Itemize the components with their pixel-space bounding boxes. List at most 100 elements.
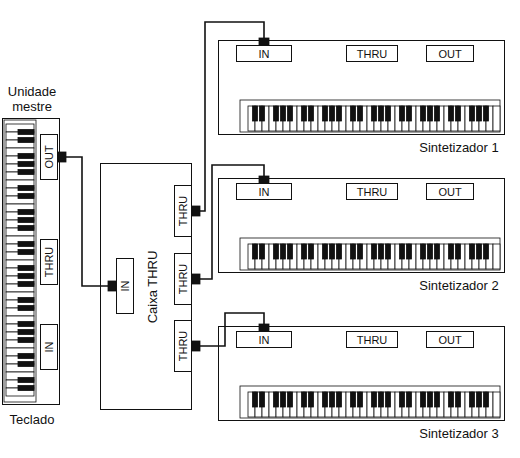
midi-plug — [108, 281, 116, 291]
black-key — [302, 106, 307, 121]
device-label: Unidade mestre — [2, 84, 62, 114]
port-label: IN — [259, 186, 270, 198]
midi-port: IN — [236, 183, 292, 200]
midi-port: IN — [116, 258, 134, 314]
device-label: Sintetizador 1 — [418, 140, 500, 155]
black-key — [18, 338, 34, 343]
device-label: Sintetizador 3 — [418, 426, 500, 441]
black-key — [18, 194, 34, 199]
midi-plug — [192, 274, 200, 284]
black-key — [274, 392, 279, 407]
black-key — [407, 244, 412, 259]
black-key — [477, 244, 482, 259]
black-key — [253, 392, 258, 407]
midi-port: THRU — [174, 185, 192, 237]
black-key — [379, 392, 384, 407]
keyboard-frame — [4, 120, 36, 402]
black-key — [18, 210, 34, 215]
port-label: THRU — [177, 264, 189, 295]
black-key — [323, 106, 328, 121]
black-key — [18, 282, 34, 287]
midi-port: OUT — [40, 134, 58, 180]
black-key — [484, 106, 489, 121]
black-key — [400, 106, 405, 121]
black-key — [18, 226, 34, 231]
midi-port: OUT — [426, 45, 474, 62]
black-key — [18, 306, 34, 311]
black-key — [18, 186, 34, 191]
black-key — [351, 392, 356, 407]
black-key — [309, 106, 314, 121]
port-label: THRU — [177, 331, 189, 362]
black-key — [379, 244, 384, 259]
black-key — [288, 106, 293, 121]
device-label: Sintetizador 2 — [418, 278, 500, 293]
black-key — [302, 392, 307, 407]
black-key — [302, 244, 307, 259]
port-label: OUT — [438, 48, 461, 60]
black-key — [456, 106, 461, 121]
port-label: THRU — [177, 196, 189, 227]
black-key — [274, 244, 279, 259]
black-key — [18, 354, 34, 359]
black-key — [470, 392, 475, 407]
black-key — [18, 330, 34, 335]
black-key — [281, 392, 286, 407]
black-key — [421, 392, 426, 407]
midi-port: IN — [236, 331, 292, 348]
black-key — [456, 244, 461, 259]
black-key — [18, 274, 34, 279]
black-key — [260, 106, 265, 121]
port-label: IN — [259, 48, 270, 60]
keyboard-frame — [240, 386, 500, 418]
black-key — [309, 244, 314, 259]
black-key — [260, 244, 265, 259]
black-key — [400, 392, 405, 407]
port-label: THRU — [357, 48, 388, 60]
midi-cable — [58, 157, 116, 286]
black-key — [18, 138, 34, 143]
black-key — [386, 244, 391, 259]
black-key — [435, 244, 440, 259]
black-key — [407, 392, 412, 407]
port-label: THRU — [357, 334, 388, 346]
black-key — [18, 298, 34, 303]
midi-port: THRU — [346, 183, 398, 200]
black-key — [435, 392, 440, 407]
midi-plug — [192, 341, 200, 351]
black-key — [281, 244, 286, 259]
black-key — [358, 392, 363, 407]
black-key — [358, 106, 363, 121]
black-key — [18, 154, 34, 159]
black-key — [386, 106, 391, 121]
port-label: THRU — [43, 247, 55, 278]
midi-port: OUT — [426, 183, 474, 200]
black-key — [386, 392, 391, 407]
black-key — [421, 244, 426, 259]
keyboard-frame — [240, 238, 500, 270]
black-key — [260, 392, 265, 407]
black-key — [323, 244, 328, 259]
device-label: Caixa THRU — [145, 251, 160, 324]
black-key — [372, 244, 377, 259]
black-key — [400, 244, 405, 259]
black-key — [337, 392, 342, 407]
device-label: Teclado — [2, 412, 62, 427]
black-key — [18, 130, 34, 135]
black-key — [18, 378, 34, 383]
black-key — [379, 106, 384, 121]
black-key — [18, 218, 34, 223]
black-key — [18, 266, 34, 271]
black-key — [449, 106, 454, 121]
port-label: IN — [43, 342, 55, 353]
black-key — [470, 244, 475, 259]
midi-port: IN — [236, 45, 292, 62]
midi-port: THRU — [346, 331, 398, 348]
device-unit: Caixa THRU IN THRU THRU THRU — [100, 163, 192, 410]
midi-port: IN — [40, 324, 58, 370]
black-key — [456, 392, 461, 407]
port-label: OUT — [438, 186, 461, 198]
black-key — [288, 244, 293, 259]
